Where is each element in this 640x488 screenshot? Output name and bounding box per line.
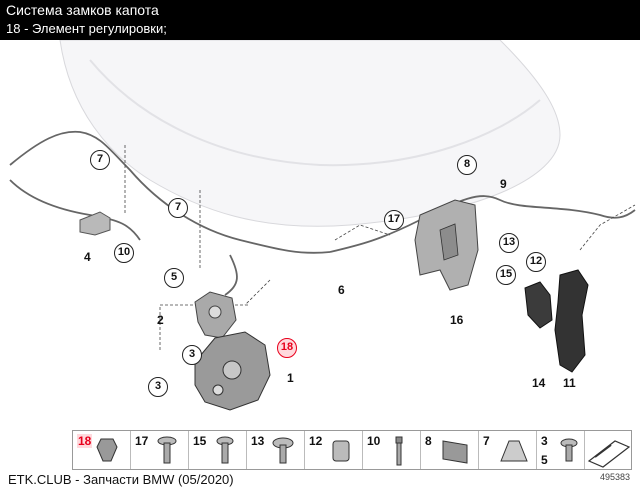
clip-icon — [96, 438, 118, 462]
legend-item-7[interactable]: 7 — [479, 431, 537, 469]
legend-number: 17 — [135, 434, 149, 448]
legend-item-18[interactable]: 18 — [73, 431, 131, 469]
callout-6[interactable]: 6 — [338, 283, 345, 297]
callout-circle-7a[interactable]: 7 — [90, 150, 110, 170]
legend-item-12[interactable]: 12 — [305, 431, 363, 469]
legend-item-17[interactable]: 17 — [131, 431, 189, 469]
legend-number: 12 — [309, 434, 323, 448]
callout-circle-3a[interactable]: 3 — [182, 345, 202, 365]
legend-item-15[interactable]: 15 — [189, 431, 247, 469]
legend-number: 3 — [541, 434, 548, 448]
legend-number: 15 — [193, 434, 207, 448]
callout-2[interactable]: 2 — [157, 313, 164, 327]
callout-circle-3b[interactable]: 3 — [148, 377, 168, 397]
page-subtitle: 18 - Элемент регулировки; — [6, 21, 167, 36]
callout-16[interactable]: 16 — [450, 313, 464, 327]
callout-14[interactable]: 14 — [532, 376, 546, 390]
perspective-arrow-icon — [587, 440, 631, 468]
image-number: 495383 — [599, 472, 630, 482]
bracket-icon — [442, 440, 468, 464]
footer-text: ETK.CLUB - Запчасти BMW (05/2020) — [8, 472, 234, 487]
parts-diagram: 4 2 1 6 16 9 14 11 7 7 10 5 3 18 8 17 13… — [0, 40, 640, 430]
page-title: Система замков капота — [6, 2, 159, 18]
parts-legend: 18 17 15 13 12 10 8 7 3 5 — [72, 430, 632, 470]
legend-number-2: 5 — [541, 453, 548, 467]
legend-item-8[interactable]: 8 — [421, 431, 479, 469]
callout-circle-8[interactable]: 8 — [457, 155, 477, 175]
callout-circle-18[interactable]: 18 — [277, 338, 297, 358]
legend-number: 13 — [251, 434, 265, 448]
legend-number: 8 — [425, 434, 432, 448]
callout-circle-5[interactable]: 5 — [164, 268, 184, 288]
nut-icon — [332, 440, 350, 462]
header-bar: Система замков капота 18 - Элемент регул… — [0, 0, 640, 40]
callout-1[interactable]: 1 — [287, 371, 294, 385]
callout-circle-10[interactable]: 10 — [114, 243, 134, 263]
legend-item-13[interactable]: 13 — [247, 431, 305, 469]
diagram-drawing — [9, 40, 636, 411]
callout-circle-13[interactable]: 13 — [499, 233, 519, 253]
cable-holder-icon — [500, 440, 528, 462]
legend-number: 7 — [483, 434, 490, 448]
legend-number: 18 — [77, 434, 93, 448]
callout-circle-15[interactable]: 15 — [496, 265, 516, 285]
callout-11[interactable]: 11 — [563, 376, 576, 390]
callout-9[interactable]: 9 — [500, 177, 507, 191]
callout-circle-17[interactable]: 17 — [384, 210, 404, 230]
rivet-icon — [395, 436, 403, 466]
fastener-icon — [560, 438, 578, 462]
legend-item-view[interactable] — [585, 431, 631, 469]
callout-4[interactable]: 4 — [84, 250, 91, 264]
legend-item-3-5[interactable]: 3 5 — [537, 431, 585, 469]
callout-circle-7b[interactable]: 7 — [168, 198, 188, 218]
callout-circle-12[interactable]: 12 — [526, 252, 546, 272]
legend-item-10[interactable]: 10 — [363, 431, 421, 469]
screw-icon — [157, 436, 177, 464]
legend-number: 10 — [367, 434, 381, 448]
bolt-icon — [216, 436, 234, 464]
flange-bolt-icon — [272, 437, 294, 464]
